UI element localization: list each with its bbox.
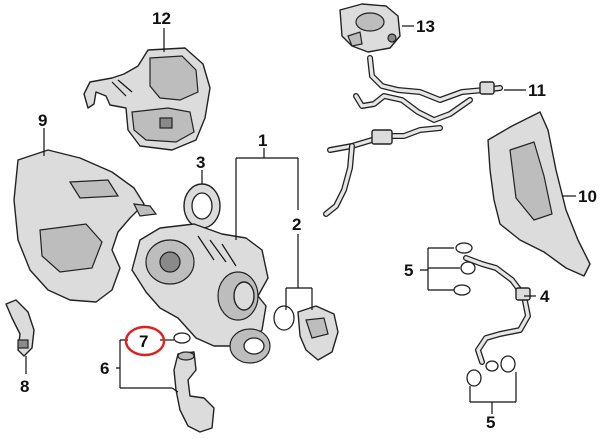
part-13-vacuum-unit[interactable] — [339, 3, 401, 53]
callout-6[interactable]: 6 — [100, 359, 109, 378]
callout-3[interactable]: 3 — [196, 153, 205, 172]
part-12-intake-housing[interactable] — [83, 47, 211, 151]
part-6-drain-pipe[interactable] — [173, 351, 215, 433]
part-9-heat-shield[interactable] — [13, 149, 158, 303]
callout-12[interactable]: 12 — [152, 9, 171, 28]
part-2-outlet-pipe[interactable] — [273, 305, 339, 361]
part-7-seal[interactable] — [173, 332, 191, 344]
part-1-turbocharger[interactable] — [131, 223, 271, 364]
callout-9[interactable]: 9 — [38, 111, 47, 130]
callout-13[interactable]: 13 — [416, 17, 435, 36]
part-4-oil-line[interactable] — [463, 255, 531, 365]
part-11-vacuum-lines[interactable] — [323, 55, 503, 217]
part-3-gasket[interactable] — [183, 183, 221, 229]
callout-10[interactable]: 10 — [578, 187, 597, 206]
part-5-seals[interactable] — [453, 242, 516, 387]
callout-labels: 12 13 11 9 1 3 10 2 5 4 7 6 8 5 — [20, 9, 597, 432]
part-8-bracket[interactable] — [5, 299, 35, 357]
part-10-rear-heat-shield[interactable] — [487, 111, 591, 277]
leader-lines — [25, 25, 576, 414]
callout-1[interactable]: 1 — [258, 131, 267, 150]
callout-7[interactable]: 7 — [139, 332, 148, 351]
callout-5-upper[interactable]: 5 — [404, 261, 413, 280]
callout-7-highlight-ring — [124, 325, 166, 357]
callout-2[interactable]: 2 — [292, 215, 301, 234]
callout-5-lower[interactable]: 5 — [486, 413, 495, 432]
callout-11[interactable]: 11 — [528, 81, 546, 100]
callout-4[interactable]: 4 — [540, 287, 550, 306]
callout-8[interactable]: 8 — [20, 377, 29, 396]
